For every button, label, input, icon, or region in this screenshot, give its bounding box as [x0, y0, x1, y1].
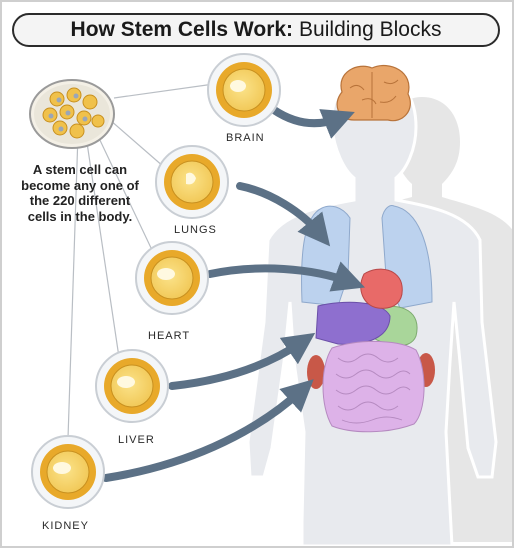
cell-liver	[95, 349, 169, 423]
arrow-heart	[206, 261, 366, 292]
kidney-left	[307, 355, 325, 389]
cell-heart	[135, 241, 209, 315]
brain-organ	[336, 64, 411, 122]
title-bold: How Stem Cells Work:	[70, 18, 294, 41]
arrow-brain	[270, 106, 355, 139]
label-liver: LIVER	[118, 434, 155, 446]
label-brain: BRAIN	[226, 132, 265, 144]
cell-brain	[207, 53, 281, 127]
arrow-kidney	[102, 379, 314, 482]
heart-organ	[360, 268, 403, 309]
stem-cell-note: A stem cell can become any one of the 22…	[21, 162, 139, 224]
title-banner: How Stem Cells Work: Building Blocks	[12, 13, 500, 47]
cell-lungs	[155, 145, 229, 219]
connector-lines	[67, 83, 215, 439]
title-rest: Building Blocks	[299, 18, 442, 41]
label-lungs: LUNGS	[174, 224, 217, 236]
intestine-organ	[322, 341, 425, 433]
arrow-liver	[168, 332, 316, 390]
label-kidney: KIDNEY	[42, 520, 89, 532]
arrows	[102, 106, 366, 482]
cell-kidney	[31, 435, 105, 509]
label-heart: HEART	[148, 330, 191, 342]
arrow-lungs	[236, 182, 331, 247]
stem-cell-dish	[29, 79, 115, 149]
